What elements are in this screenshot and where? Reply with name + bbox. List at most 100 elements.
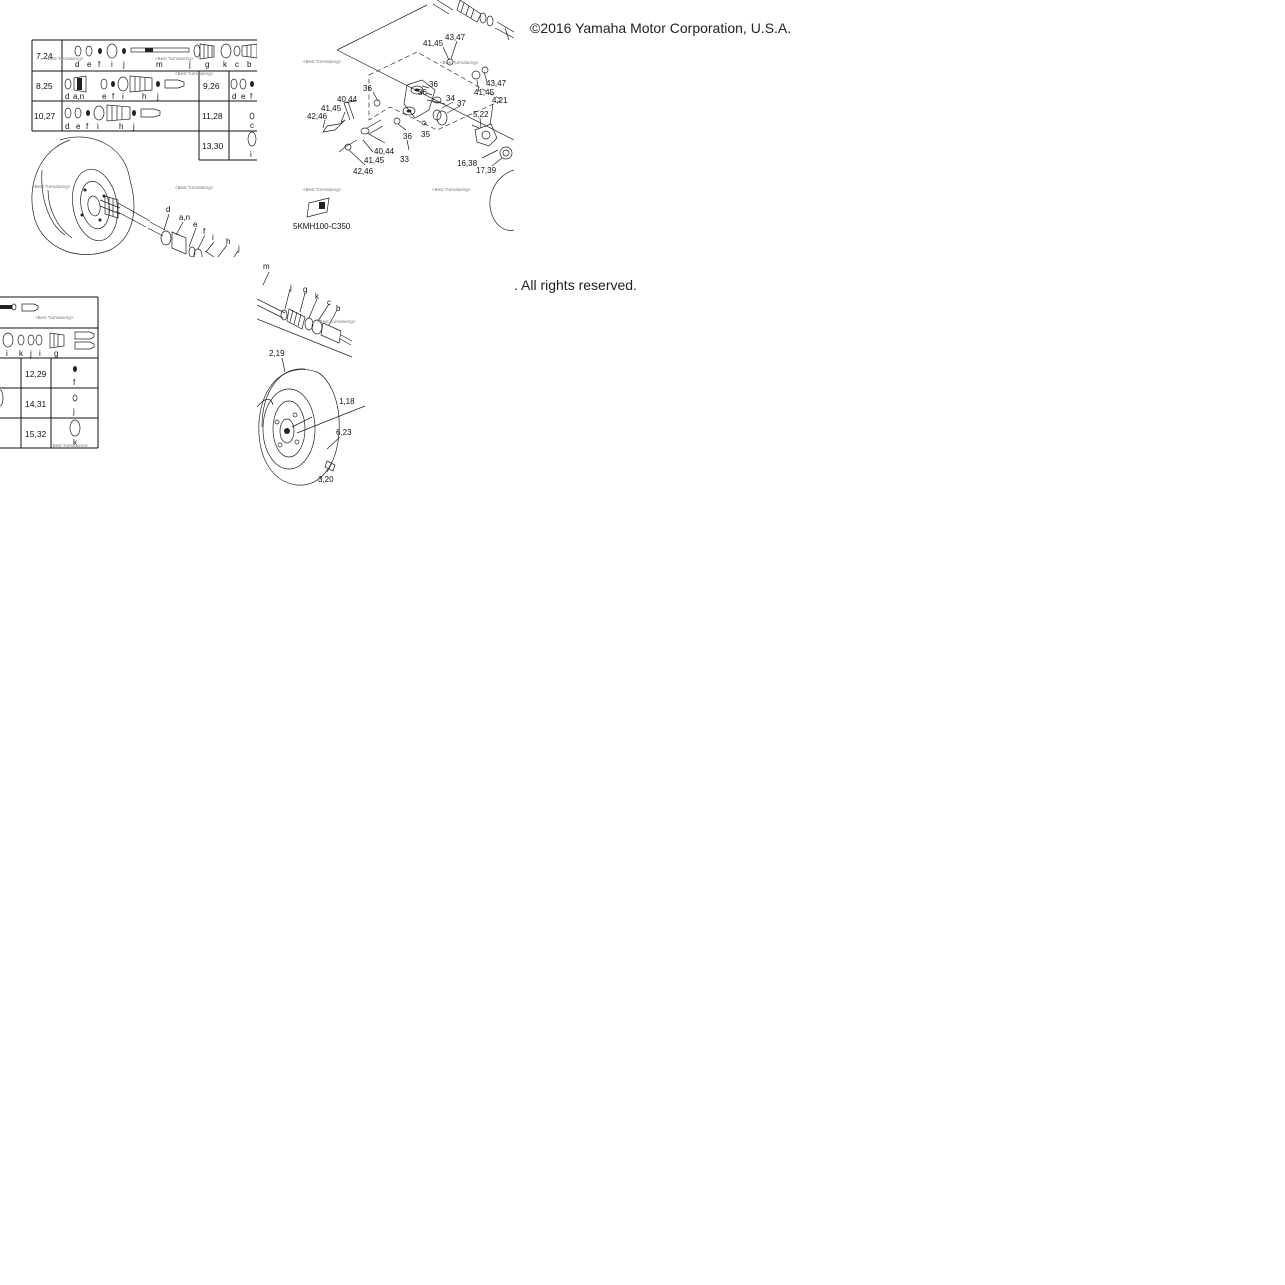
callout-label: 36 xyxy=(363,84,372,93)
part-i-icon xyxy=(247,131,257,147)
kit-row-3-parts xyxy=(64,104,161,122)
part-letter: j xyxy=(156,92,159,101)
watermark: <Best Turmaturng> xyxy=(303,59,342,64)
watermark: <Best Turmaturng> xyxy=(440,60,479,65)
callout-label: 40,44 xyxy=(337,95,358,104)
kit-table-2-diagram: <Best Turmaturng> i k j i g 12,29 14,31 … xyxy=(0,296,99,449)
callout-label: 34 xyxy=(446,94,455,103)
callout-label: 43,47 xyxy=(445,33,466,42)
part-letter: i xyxy=(97,122,99,131)
kit-row-ref: 12,29 xyxy=(25,369,47,379)
copyright-notice: ©2016 Yamaha Motor Corporation, U.S.A. xyxy=(530,20,792,36)
callout-label: 17,39 xyxy=(476,166,497,175)
callout-label: 41,45 xyxy=(474,88,495,97)
part-letter: j xyxy=(122,60,125,69)
part-letter: f xyxy=(250,92,253,101)
tile-kit-table-and-wheel-left: 7,24 8,25 10,27 9,26 11,28 13,30 d e f i… xyxy=(0,0,257,257)
part-letter: k xyxy=(73,438,78,447)
callout-label: 5,22 xyxy=(473,110,489,119)
callout-label: d xyxy=(166,205,170,214)
callout-label: 36 xyxy=(418,88,427,97)
callout-label: 1,18 xyxy=(339,397,355,406)
part-letter: h xyxy=(119,122,123,131)
knuckle-body xyxy=(402,79,446,119)
part-letter: j xyxy=(29,349,32,358)
kit-row-1-parts xyxy=(74,43,257,60)
right-wheel-diagram: m j g k c b <Best Turmaturng> 2,19 1,18 … xyxy=(257,262,366,486)
part-letter: d xyxy=(75,60,79,69)
kit-row-ref: 7,24 xyxy=(36,51,53,61)
part-letter: j xyxy=(132,122,135,131)
callout-label: 2,19 xyxy=(269,349,285,358)
part-letter: e xyxy=(241,92,246,101)
callout-label: 42,46 xyxy=(307,112,328,121)
part-letter: i xyxy=(39,349,41,358)
callout-label: 43,47 xyxy=(486,79,507,88)
tile-wheel-right: m j g k c b <Best Turmaturng> 2,19 1,18 … xyxy=(257,257,514,514)
watermark: <Best Turmaturng> xyxy=(32,184,71,189)
knuckle-callout-leaders xyxy=(322,40,503,167)
part-c-icon xyxy=(249,112,255,120)
kit-row-ref: 14,31 xyxy=(25,399,47,409)
knuckle-hardware xyxy=(322,58,514,231)
drive-shaft-kit-diagram: 7,24 8,25 10,27 9,26 11,28 13,30 d e f i… xyxy=(31,39,257,257)
kit-table-2-grid xyxy=(0,296,99,449)
kit-table-grid xyxy=(31,39,257,161)
callout-label: 3,20 xyxy=(318,475,334,484)
callout-label: f xyxy=(203,227,206,236)
part-k-icon xyxy=(69,419,81,437)
fwd-arrow-icon xyxy=(306,197,330,218)
part-j-icon xyxy=(72,394,78,402)
part-letter: d xyxy=(232,92,236,101)
part-letter: i xyxy=(6,349,8,358)
callout-label: 33 xyxy=(400,155,409,164)
callout-label: 37 xyxy=(457,99,466,108)
callout-label: 36 xyxy=(429,80,438,89)
callout-label: c xyxy=(327,298,331,307)
callout-label: 41,45 xyxy=(364,156,385,165)
callout-label: e xyxy=(193,220,198,229)
watermark: <Best Turmaturng> xyxy=(155,56,194,61)
frame-outline xyxy=(336,4,514,141)
part-letter: d xyxy=(65,122,69,131)
watermark: <Best Turmaturng> xyxy=(317,319,356,324)
tile-knuckle-assembly: 43,47 41,45 36 36 36 34 37 43,47 41,45 4… xyxy=(257,0,514,257)
kit-row-2-parts xyxy=(64,75,185,93)
part-letter: a,n xyxy=(73,92,84,101)
kit-row-ref: 9,26 xyxy=(203,81,220,91)
part-letter: j xyxy=(72,407,75,416)
watermark: <Best Turmaturng> xyxy=(175,185,214,190)
part-letter: c xyxy=(235,60,239,69)
callout-label: 4,21 xyxy=(492,96,508,105)
part-letter: i xyxy=(111,60,113,69)
left-wheel-assembly xyxy=(31,136,215,257)
watermark: <Best Turmaturng> xyxy=(35,315,74,320)
kit-row-ref: 8,25 xyxy=(36,81,53,91)
tile-kit-table-2: <Best Turmaturng> i k j i g 12,29 14,31 … xyxy=(0,257,257,514)
right-drive-shaft xyxy=(257,298,353,358)
part-letter: d xyxy=(65,92,69,101)
right-wheel-leaders xyxy=(262,271,366,473)
kit-row-ref: 10,27 xyxy=(34,111,56,121)
left-wheel-callout-leaders xyxy=(163,213,239,257)
callout-label: g xyxy=(303,285,307,294)
part-letter: f xyxy=(98,60,101,69)
watermark: <Best Turmaturng> xyxy=(175,71,214,76)
part-f-icon xyxy=(73,366,77,372)
callout-label: a,n xyxy=(179,213,190,222)
part-letter: f xyxy=(86,122,89,131)
watermark: <Best Turmaturng> xyxy=(303,187,342,192)
callout-label: 40,44 xyxy=(374,147,395,156)
steering-knuckle-diagram: 43,47 41,45 36 36 36 34 37 43,47 41,45 4… xyxy=(293,0,514,231)
part-letter: m xyxy=(156,60,163,69)
callout-label: 36 xyxy=(403,132,412,141)
part-letter: i xyxy=(122,92,124,101)
callout-label: i xyxy=(212,233,214,242)
watermark: <Best Turmaturng> xyxy=(45,56,84,61)
part-letter: g xyxy=(205,60,209,69)
part-letter: g xyxy=(54,349,58,358)
rights-reserved-notice: . All rights reserved. xyxy=(514,277,637,293)
part-letter: h xyxy=(142,92,146,101)
watermark: <Best Turmaturng> xyxy=(50,443,89,448)
kit-table-2-top-parts xyxy=(0,303,39,312)
